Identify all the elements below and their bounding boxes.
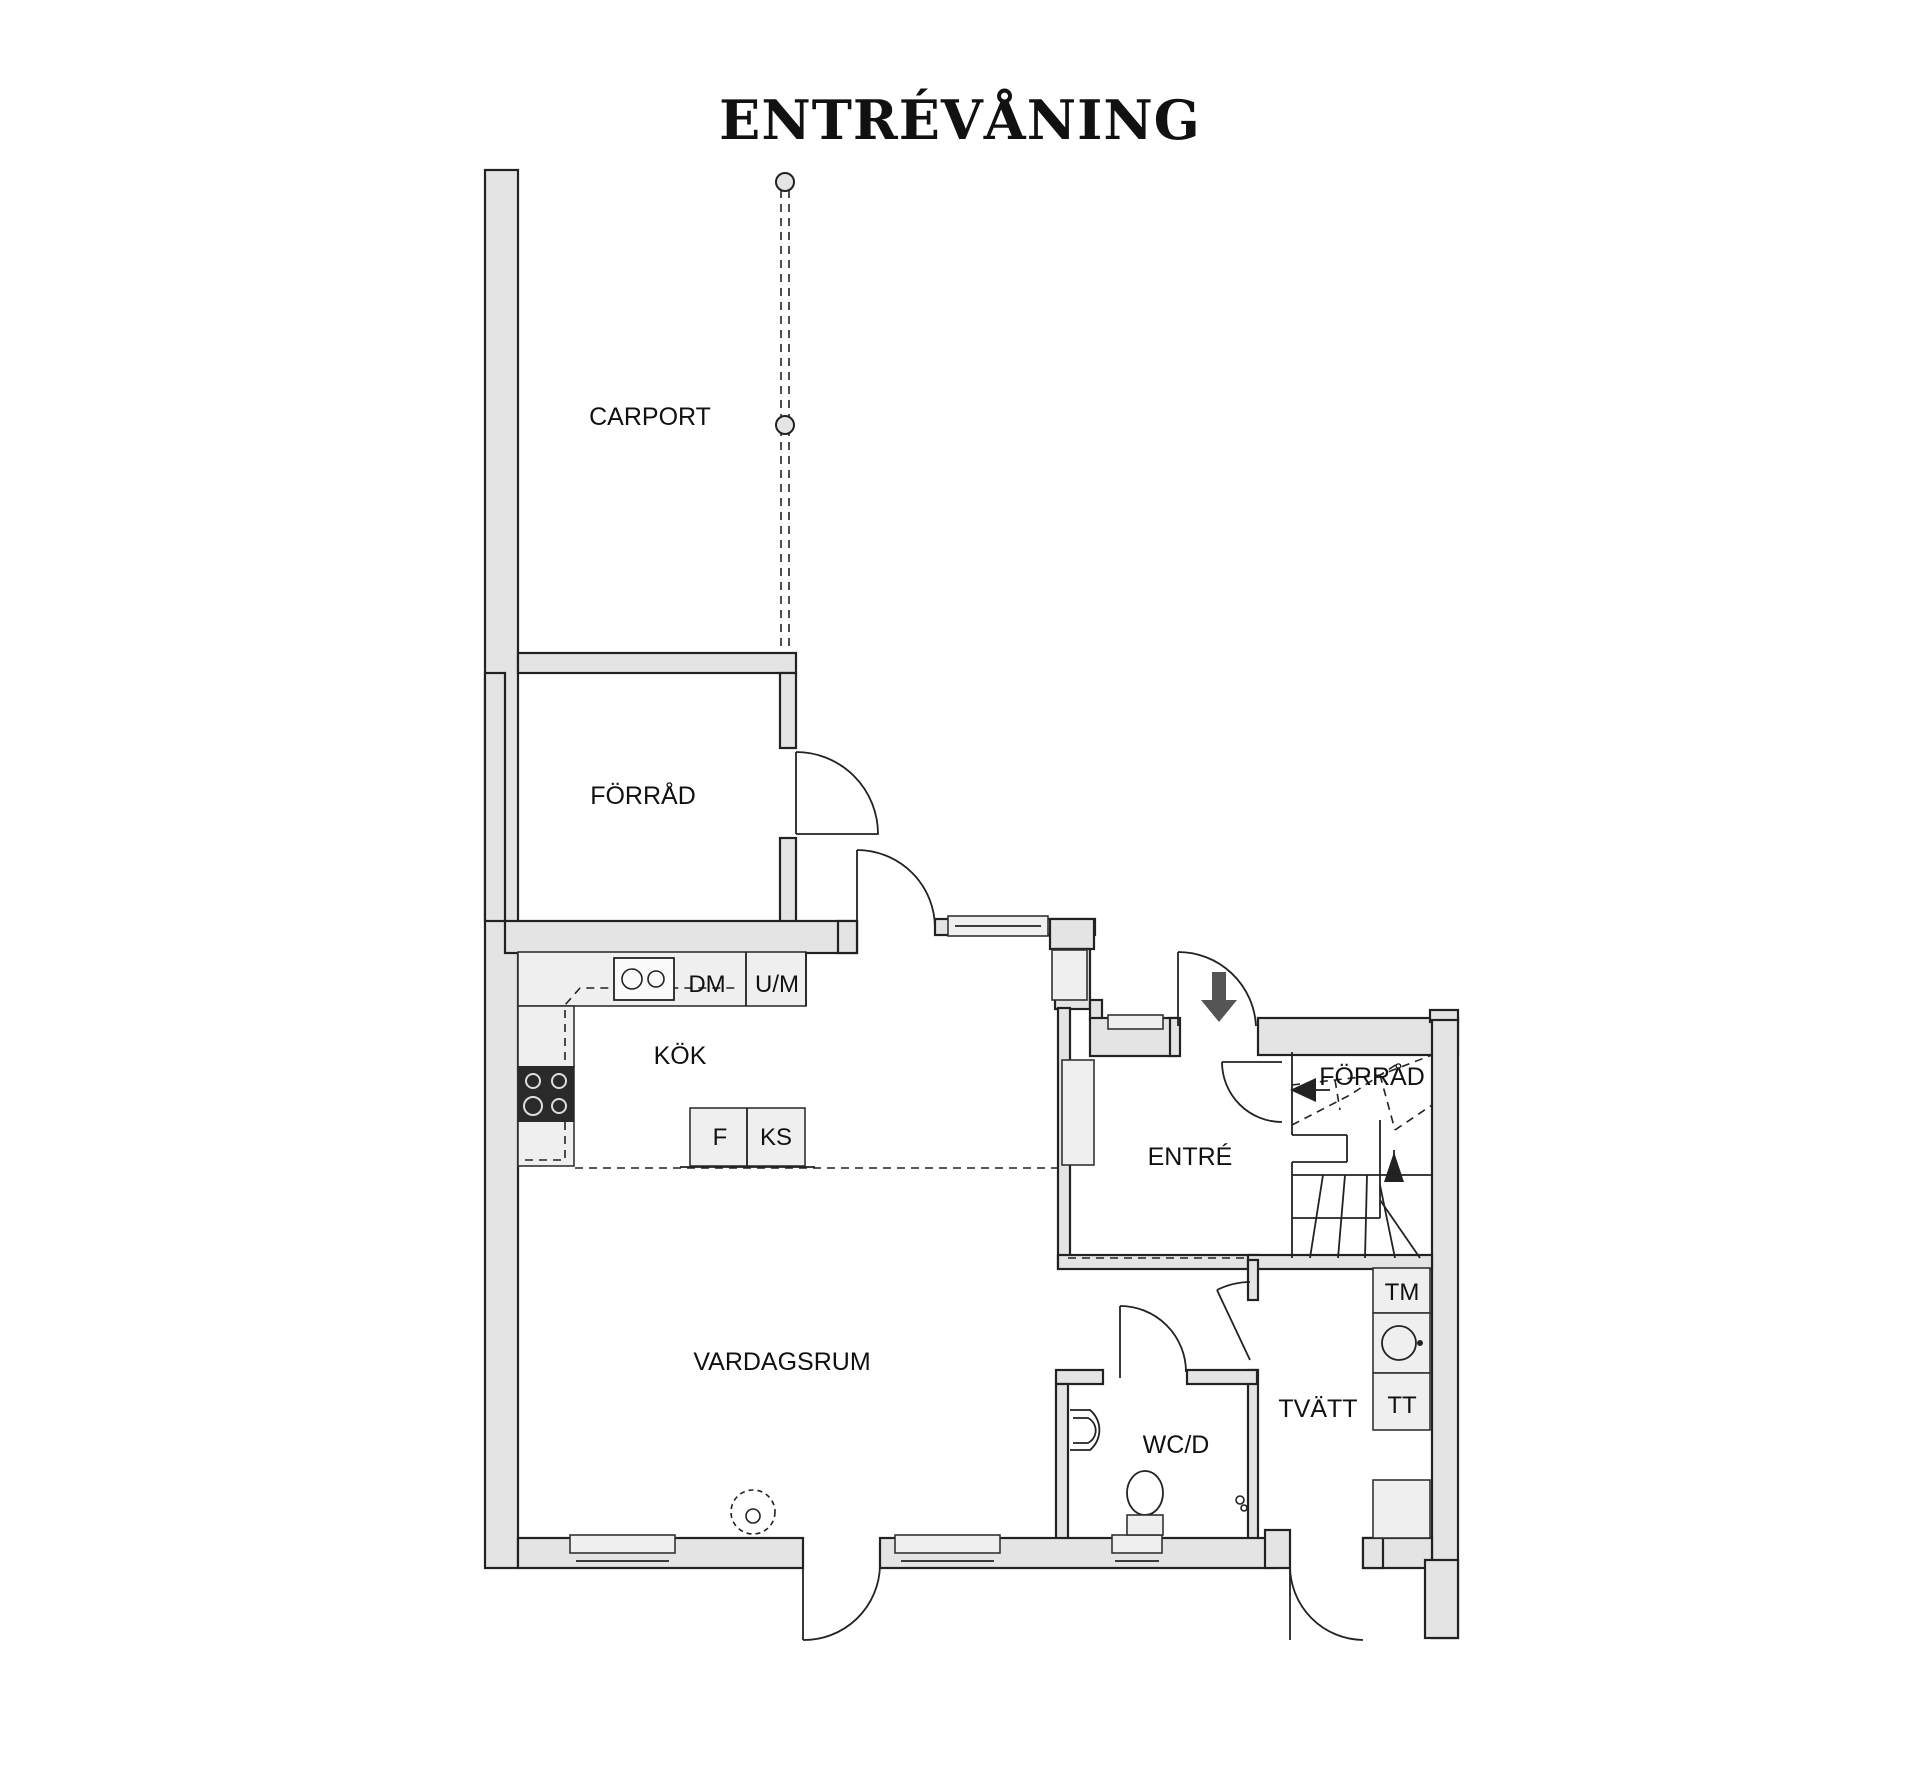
room-label-forrad-inner: FÖRRÅD [1319, 1061, 1425, 1091]
room-label-vardagsrum: VARDAGSRUM [693, 1348, 870, 1376]
doors [795, 751, 1364, 1641]
fixture-label-um: U/M [755, 971, 799, 998]
storage-east-wall-upper [778, 671, 798, 750]
wc-north-wall-left [1054, 1368, 1105, 1386]
wc-north-wall-right [1185, 1368, 1259, 1386]
laundry-fixtures [1372, 1267, 1431, 1539]
fixture-label-ks: KS [760, 1124, 792, 1151]
fixture-label-tm: TM [1385, 1279, 1420, 1306]
entry-south-wall [1056, 1253, 1260, 1271]
page-title: ENTRÉVÅNING [719, 88, 1201, 152]
room-label-kok: KÖK [654, 1042, 707, 1070]
wc-west-wall [1054, 1382, 1070, 1560]
south-wall-3-cap [1361, 1536, 1385, 1570]
room-label-entre: ENTRÉ [1148, 1142, 1233, 1171]
fixture-label-dm: DM [688, 971, 725, 998]
room-label-wc: WC/D [1143, 1431, 1210, 1459]
laundry-north-wall [1246, 1253, 1434, 1271]
storage-bottom-wall [503, 919, 859, 955]
room-label-forrad-outer: FÖRRÅD [590, 780, 696, 810]
se-wall [1423, 1558, 1460, 1640]
entry-north-wall-mid [1168, 1016, 1182, 1058]
wc-fixtures [1070, 1409, 1248, 1536]
fixture-label-f: F [713, 1124, 728, 1151]
kitchen-fixtures [517, 951, 1060, 1169]
stairs [1061, 972, 1433, 1259]
carport-posts [775, 172, 795, 653]
east-wall [1430, 1018, 1460, 1640]
room-label-carport: CARPORT [589, 403, 711, 431]
fixture-label-tt: TT [1387, 1392, 1417, 1419]
laundry-west-stub [1246, 1258, 1260, 1302]
entry-north-wall-right [1256, 1016, 1460, 1057]
storage-west-wall [483, 671, 507, 923]
storage-top-wall [516, 651, 798, 675]
kitchen-door-stub [836, 919, 859, 955]
laundry-west-wall [1246, 1368, 1260, 1542]
storage-east-wall-lower [778, 836, 798, 925]
windows [569, 915, 1164, 1562]
ceiling-lamp-icon [730, 1489, 776, 1535]
walls [483, 168, 1460, 1640]
room-label-tvatt: TVÄTT [1278, 1395, 1357, 1423]
kitchen-ne-corner [1048, 917, 1096, 951]
south-pier [1263, 1528, 1292, 1570]
